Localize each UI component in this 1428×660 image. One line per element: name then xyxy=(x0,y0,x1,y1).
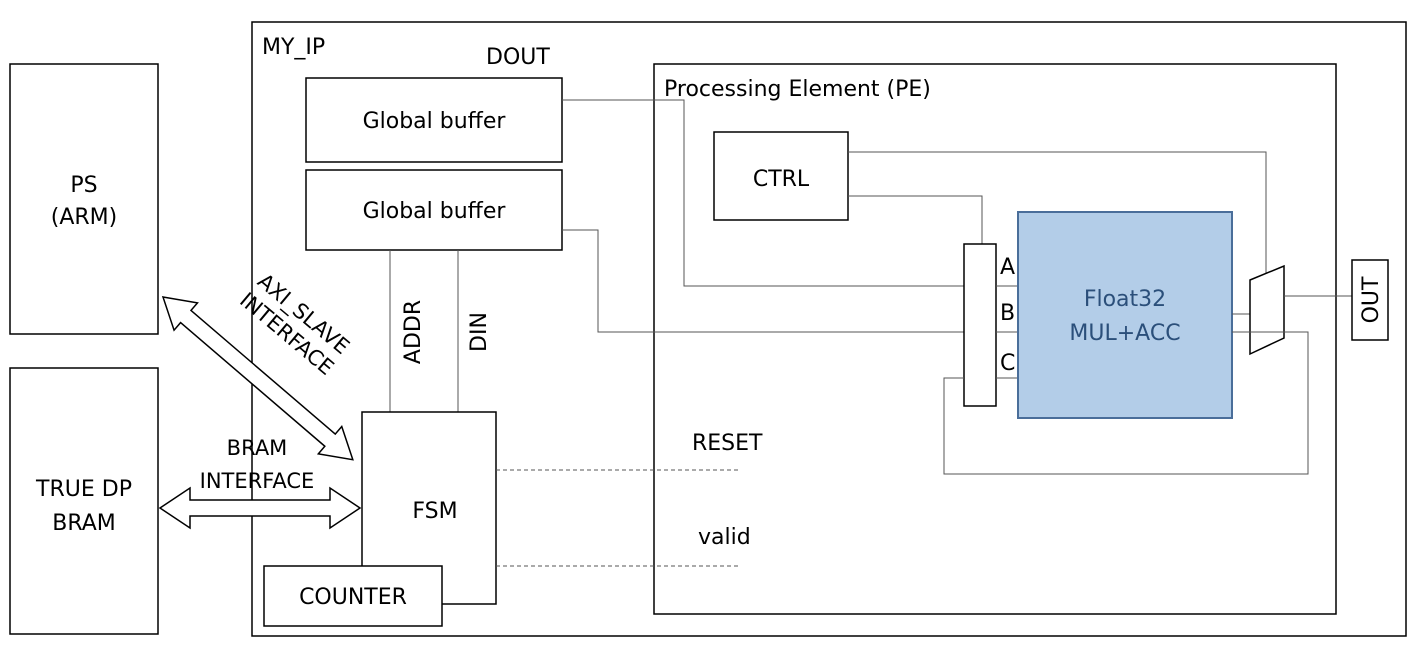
core-label-line2: MUL+ACC xyxy=(1069,321,1180,346)
axi-slave-arrow xyxy=(161,296,354,461)
out-block: OUT xyxy=(1351,259,1389,341)
counter-label: COUNTER xyxy=(299,585,407,610)
bram-label: TRUE DP xyxy=(35,477,132,502)
ctrl-label: CTRL xyxy=(753,167,810,192)
pe-title: Processing Element (PE) xyxy=(664,77,931,102)
gb1-to-a-wire xyxy=(562,99,964,287)
din-label: DIN xyxy=(467,312,492,352)
fsm-label: FSM xyxy=(412,499,457,524)
valid-label: valid xyxy=(698,525,751,550)
feedback-wire xyxy=(943,331,1309,475)
ps-block: PS (ARM) xyxy=(9,63,159,335)
bram-sublabel: BRAM xyxy=(52,511,116,536)
input-mux xyxy=(963,243,997,407)
my-ip-label: MY_IP xyxy=(262,35,325,60)
ctrl-to-outmux-wire xyxy=(848,151,1267,276)
port-c-label: C xyxy=(1000,351,1015,376)
counter-block: COUNTER xyxy=(263,565,443,627)
fsm-block: FSM xyxy=(361,411,497,605)
port-a-label: A xyxy=(1000,255,1015,280)
ctrl-block: CTRL xyxy=(713,131,849,221)
my-ip-frame: MY_IP xyxy=(251,21,1407,637)
global-buffer-2-label: Global buffer xyxy=(363,199,507,224)
bram-if-label-line2: INTERFACE xyxy=(200,469,315,493)
ps-sublabel: (ARM) xyxy=(51,205,117,230)
output-mux xyxy=(1249,264,1285,356)
pe-frame: Processing Element (PE) xyxy=(653,63,1337,615)
bram-if-label-line1: BRAM xyxy=(227,436,288,460)
addr-label: ADDR xyxy=(401,300,426,364)
reset-label: RESET xyxy=(692,431,763,456)
core-label-line1: Float32 xyxy=(1084,287,1166,312)
ctrl-to-mux-wire xyxy=(848,195,983,244)
global-buffer-1-label: Global buffer xyxy=(363,109,507,134)
float32-mul-acc-block: Float32 MUL+ACC xyxy=(1017,211,1233,419)
global-buffer-1: Global buffer xyxy=(305,77,563,163)
bram-interface-arrow xyxy=(158,486,362,530)
ps-label: PS xyxy=(70,173,97,198)
port-b-label: B xyxy=(1000,301,1015,326)
out-label: OUT xyxy=(1359,276,1384,323)
fsm-outline xyxy=(361,411,497,605)
dout-label: DOUT xyxy=(486,45,550,70)
global-buffer-2: Global buffer xyxy=(305,169,563,251)
bram-block: TRUE DP BRAM xyxy=(9,367,159,635)
gb2-to-b-wire xyxy=(562,229,964,333)
